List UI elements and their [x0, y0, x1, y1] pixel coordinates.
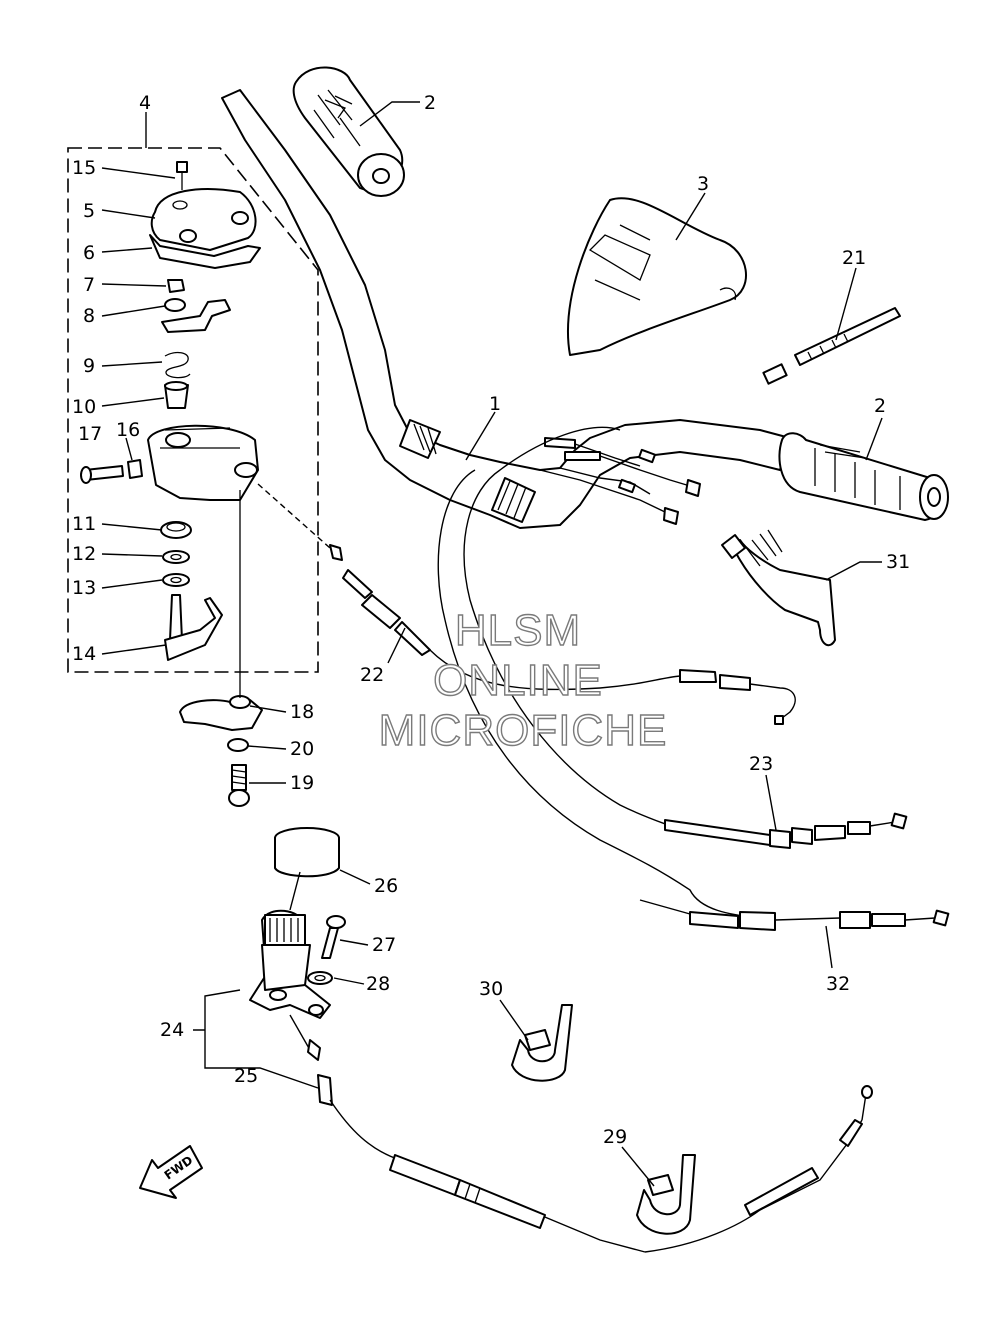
throttle-cable	[257, 483, 796, 725]
callout-5: 5	[83, 200, 95, 222]
callout-31: 31	[886, 551, 910, 573]
callout-13: 13	[72, 577, 96, 599]
callout-29: 29	[603, 1126, 627, 1148]
callout-17: 17	[78, 423, 102, 445]
watermark-line-2: ONLINE	[433, 656, 603, 705]
callout-25: 25	[234, 1065, 258, 1087]
callout-7: 7	[83, 274, 95, 296]
watermark-line-3: MICROFICHE	[379, 706, 668, 755]
watermark-line-1: HLSM	[455, 606, 581, 655]
callout-27: 27	[372, 934, 396, 956]
callout-15: 15	[72, 157, 96, 179]
callout-10: 10	[72, 396, 96, 418]
callout-11: 11	[72, 513, 96, 535]
callout-6: 6	[83, 242, 95, 264]
grip-right	[778, 432, 949, 521]
callout-2-lower: 2	[874, 395, 886, 417]
callout-4: 4	[139, 92, 151, 114]
cable-clamp-29	[636, 1154, 696, 1235]
fwd-arrow-icon: FWD	[139, 1145, 203, 1199]
callout-1: 1	[489, 393, 501, 415]
callout-19: 19	[290, 772, 314, 794]
callout-12: 12	[72, 543, 96, 565]
callout-2-upper: 2	[424, 92, 436, 114]
callout-22: 22	[360, 664, 384, 686]
switch-leads	[539, 437, 701, 525]
callout-14: 14	[72, 643, 96, 665]
cable-23	[664, 812, 908, 849]
callout-26: 26	[374, 875, 398, 897]
callout-30: 30	[479, 978, 503, 1000]
callout-18: 18	[290, 701, 314, 723]
callout-9: 9	[83, 355, 95, 377]
routing-cable	[437, 469, 761, 919]
callout-20: 20	[290, 738, 314, 760]
assembly-outline	[67, 147, 319, 673]
callout-24: 24	[160, 1019, 184, 1041]
callout-28: 28	[366, 973, 390, 995]
cable-tie	[762, 307, 901, 385]
handlebar-cover	[567, 197, 747, 356]
callout-32: 32	[826, 973, 850, 995]
callout-labels: 4 15 5 6 7 8 9 10 17 16 11 12 13 14 18 2…	[72, 92, 910, 1148]
routing-cable-2	[463, 426, 669, 826]
switch-assembly	[249, 827, 873, 1253]
callout-8: 8	[83, 305, 95, 327]
throttle-assembly	[80, 161, 263, 807]
leader-lines	[101, 101, 883, 1187]
callout-21: 21	[842, 247, 866, 269]
watermark: HLSM ONLINE MICROFICHE	[378, 605, 668, 755]
grip-left	[292, 66, 405, 197]
cable-32	[639, 899, 950, 931]
callout-16: 16	[116, 419, 140, 441]
cable-boot	[721, 529, 836, 647]
cable-clamp-30	[511, 1004, 573, 1082]
callout-23: 23	[749, 753, 773, 775]
callout-3: 3	[697, 173, 709, 195]
